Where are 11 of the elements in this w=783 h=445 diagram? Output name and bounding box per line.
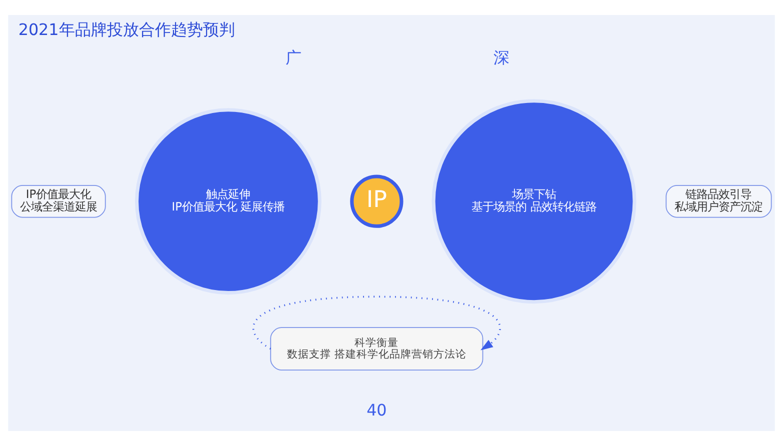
node-box: 链路品效引导 私域用户资产沉淀 [666, 184, 772, 218]
node-box: IP价值最大化 公域全渠道延展 [11, 184, 106, 218]
node-circle: IP [350, 174, 404, 228]
label: 深 [493, 48, 510, 67]
diagram-title: 2021年品牌投放合作趋势预判 [18, 19, 235, 38]
label: 广 [286, 48, 302, 67]
node-circle: 触点延伸 IP价值最大化 延展传播 [135, 108, 322, 294]
node-circle: 场景下钻 基于场景的 品效转化链路 [432, 98, 636, 304]
label: 40 [366, 400, 387, 419]
node-box: 科学衡量 数据支撑 搭建科学化品牌营销方法论 [270, 326, 484, 370]
arrow [252, 295, 501, 350]
